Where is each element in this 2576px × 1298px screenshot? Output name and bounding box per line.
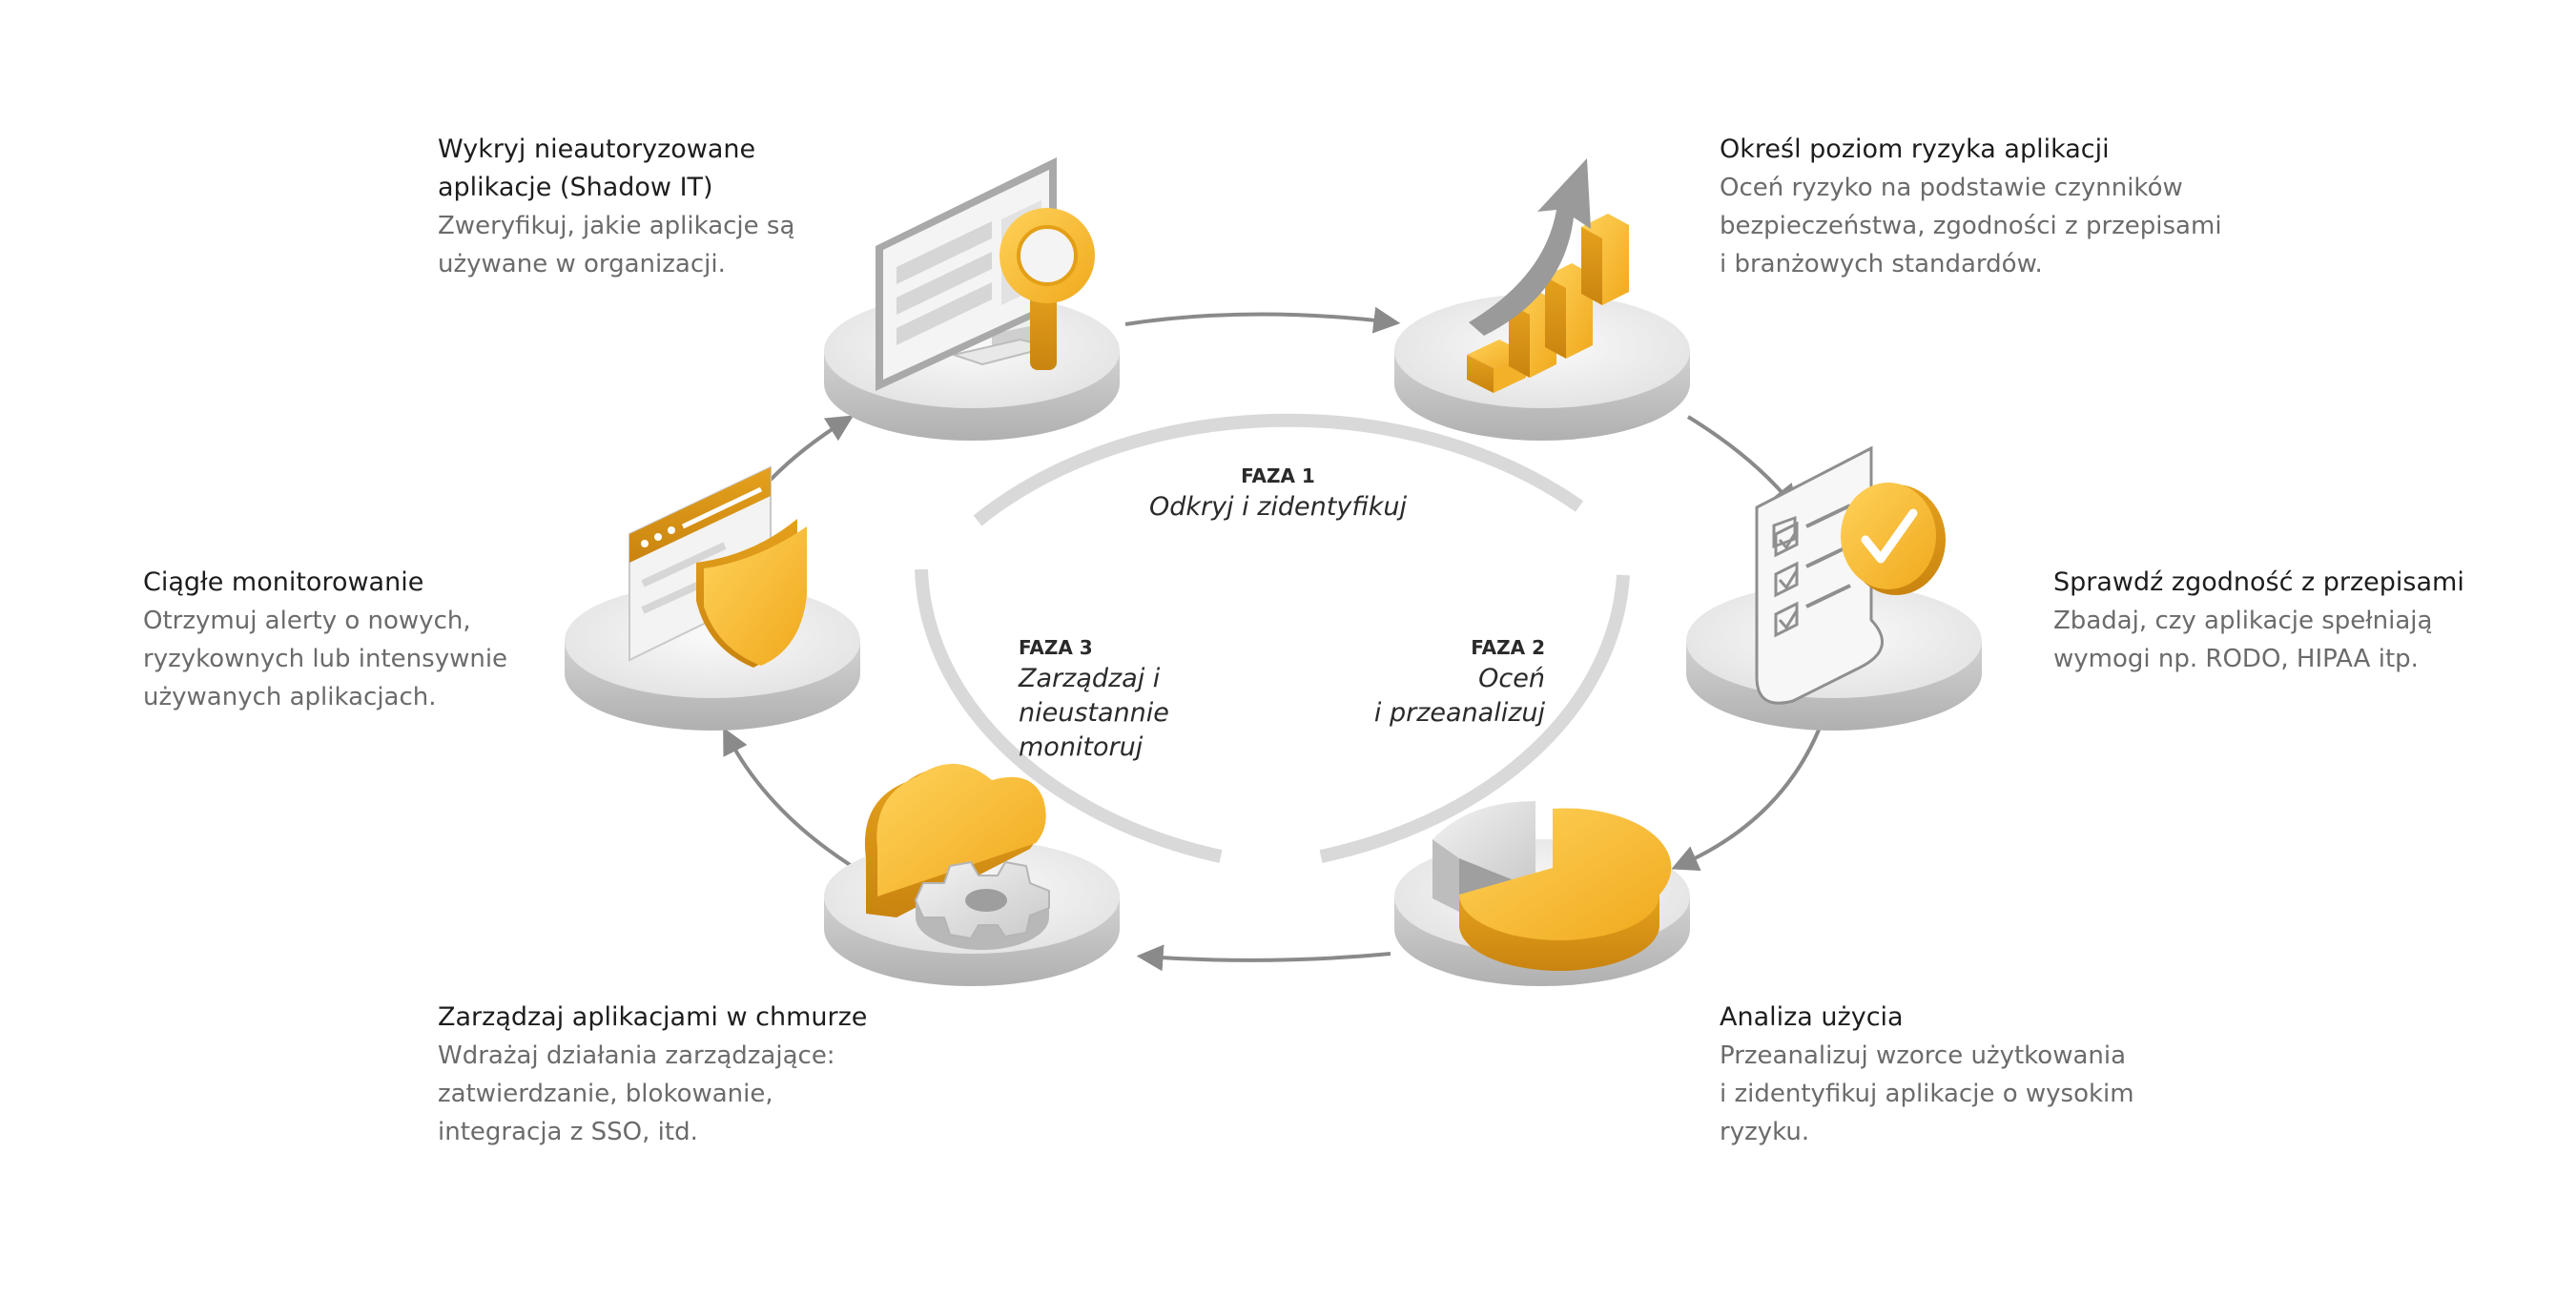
phase-1-label: FAZA 1 bbox=[1241, 464, 1315, 487]
step-6-title-line-1: Ciągłe monitorowanie bbox=[143, 567, 424, 597]
step-5-title: Zarządzaj aplikacjami w chmurze bbox=[438, 999, 972, 1037]
step-4-desc: Przeanalizuj wzorce użytkowania i zident… bbox=[1720, 1037, 2254, 1151]
step-5-desc-line-2: zatwierdzanie, blokowanie, bbox=[438, 1080, 773, 1108]
arrow-6-to-1 bbox=[769, 415, 855, 482]
step-2-desc: Oceń ryzyko na podstawie czynników bezpi… bbox=[1720, 169, 2292, 283]
phase-ring-arc-top bbox=[973, 413, 1584, 526]
monitor-magnifier-icon bbox=[876, 157, 1095, 391]
phase-3-name-line-2: nieustannie bbox=[1019, 698, 1169, 728]
phase-2-name-line-2: i przeanalizuj bbox=[1373, 698, 1545, 728]
step-2-title-line-1: Określ poziom ryzyka aplikacji bbox=[1720, 134, 2110, 164]
growth-chart-icon bbox=[1467, 158, 1629, 393]
compliance-checklist-icon bbox=[1755, 445, 1946, 705]
phase-ring-arc-left bbox=[915, 568, 1223, 863]
phase-3-label: FAZA 3 bbox=[1019, 636, 1093, 659]
step-5-desc-line-1: Wdrażaj działania zarządzające: bbox=[438, 1041, 835, 1070]
arrow-1-to-2 bbox=[1124, 306, 1401, 334]
step-6-title: Ciągłe monitorowanie bbox=[143, 564, 563, 602]
step-2-desc-line-3: i branżowych standardów. bbox=[1720, 250, 2043, 278]
step-5-desc-line-3: integracja z SSO, itd. bbox=[438, 1118, 698, 1146]
step-5-title-line-1: Zarządzaj aplikacjami w chmurze bbox=[438, 1002, 868, 1032]
phase-ring bbox=[915, 413, 1630, 863]
step-2-text: Określ poziom ryzyka aplikacji Oceń ryzy… bbox=[1720, 131, 2292, 283]
step-4-title: Analiza użycia bbox=[1720, 999, 2254, 1037]
step-6-desc: Otrzymuj alerty o nowych, ryzykownych lu… bbox=[143, 602, 563, 716]
step-3-desc-line-2: wymogi np. RODO, HIPAA itp. bbox=[2053, 645, 2419, 673]
phase-1: FAZA 1 Odkryj i zidentyfikuj bbox=[1106, 462, 1450, 525]
step-3-title: Sprawdź zgodność z przepisami bbox=[2053, 564, 2549, 602]
arrow-3-to-4 bbox=[1671, 722, 1824, 871]
phase-2: FAZA 2 Oceń i przeanalizuj bbox=[1354, 633, 1545, 731]
phase-ring-arc-right bbox=[1319, 574, 1630, 863]
step-4-desc-line-1: Przeanalizuj wzorce użytkowania bbox=[1720, 1041, 2127, 1070]
phase-1-name: Odkryj i zidentyfikuj bbox=[1148, 492, 1408, 522]
step-2-desc-line-1: Oceń ryzyko na podstawie czynników bbox=[1720, 174, 2183, 202]
step-1-desc: Zweryfikuj, jakie aplikacje są używane w… bbox=[438, 207, 876, 283]
step-4-desc-line-3: ryzyku. bbox=[1720, 1118, 1810, 1146]
phase-2-label: FAZA 2 bbox=[1471, 636, 1545, 659]
phase-2-name-line-1: Oceń bbox=[1478, 664, 1545, 693]
step-4-text: Analiza użycia Przeanalizuj wzorce użytk… bbox=[1720, 999, 2254, 1151]
arrow-5-to-6 bbox=[723, 727, 854, 868]
step-3-desc: Zbadaj, czy aplikacje spełniają wymogi n… bbox=[2053, 602, 2549, 678]
step-2-desc-line-2: bezpieczeństwa, zgodności z przepisami bbox=[1720, 212, 2222, 240]
phase-3-name-line-3: monitoruj bbox=[1019, 732, 1144, 762]
step-1-title-line-1: Wykryj nieautoryzowane bbox=[438, 134, 756, 164]
step-1-title: Wykryj nieautoryzowane aplikacje (Shadow… bbox=[438, 131, 876, 207]
browser-shield-icon bbox=[629, 465, 807, 668]
step-4-desc-line-2: i zidentyfikuj aplikacje o wysokim bbox=[1720, 1080, 2134, 1108]
step-1-desc-line-1: Zweryfikuj, jakie aplikacje są bbox=[438, 212, 795, 240]
phase-3-name-line-1: Zarządzaj i bbox=[1019, 664, 1161, 693]
step-6-desc-line-3: używanych aplikacjach. bbox=[143, 683, 437, 711]
step-3-title-line-1: Sprawdź zgodność z przepisami bbox=[2053, 567, 2464, 597]
step-1-title-line-2: aplikacje (Shadow IT) bbox=[438, 173, 713, 202]
step-6-desc-line-1: Otrzymuj alerty o nowych, bbox=[143, 607, 471, 635]
step-5-desc: Wdrażaj działania zarządzające: zatwierd… bbox=[438, 1037, 972, 1151]
step-6-text: Ciągłe monitorowanie Otrzymuj alerty o n… bbox=[143, 564, 563, 716]
phase-3: FAZA 3 Zarządzaj i nieustannie monitoruj bbox=[1019, 633, 1228, 765]
step-2-title: Określ poziom ryzyka aplikacji bbox=[1720, 131, 2292, 169]
step-5-text: Zarządzaj aplikacjami w chmurze Wdrażaj … bbox=[438, 999, 972, 1151]
step-3-desc-line-1: Zbadaj, czy aplikacje spełniają bbox=[2053, 607, 2433, 635]
pie-chart-icon bbox=[1432, 801, 1672, 971]
step-1-text: Wykryj nieautoryzowane aplikacje (Shadow… bbox=[438, 131, 876, 283]
step-4-title-line-1: Analiza użycia bbox=[1720, 1002, 1904, 1032]
arrow-4-to-5 bbox=[1136, 944, 1391, 972]
step-3-text: Sprawdź zgodność z przepisami Zbadaj, cz… bbox=[2053, 564, 2549, 678]
arrow-2-to-3 bbox=[1686, 415, 1799, 512]
step-1-desc-line-2: używane w organizacji. bbox=[438, 250, 726, 278]
cloud-gear-icon bbox=[864, 763, 1050, 950]
step-6-desc-line-2: ryzykownych lub intensywnie bbox=[143, 645, 508, 673]
flow-arrows bbox=[723, 306, 1824, 972]
